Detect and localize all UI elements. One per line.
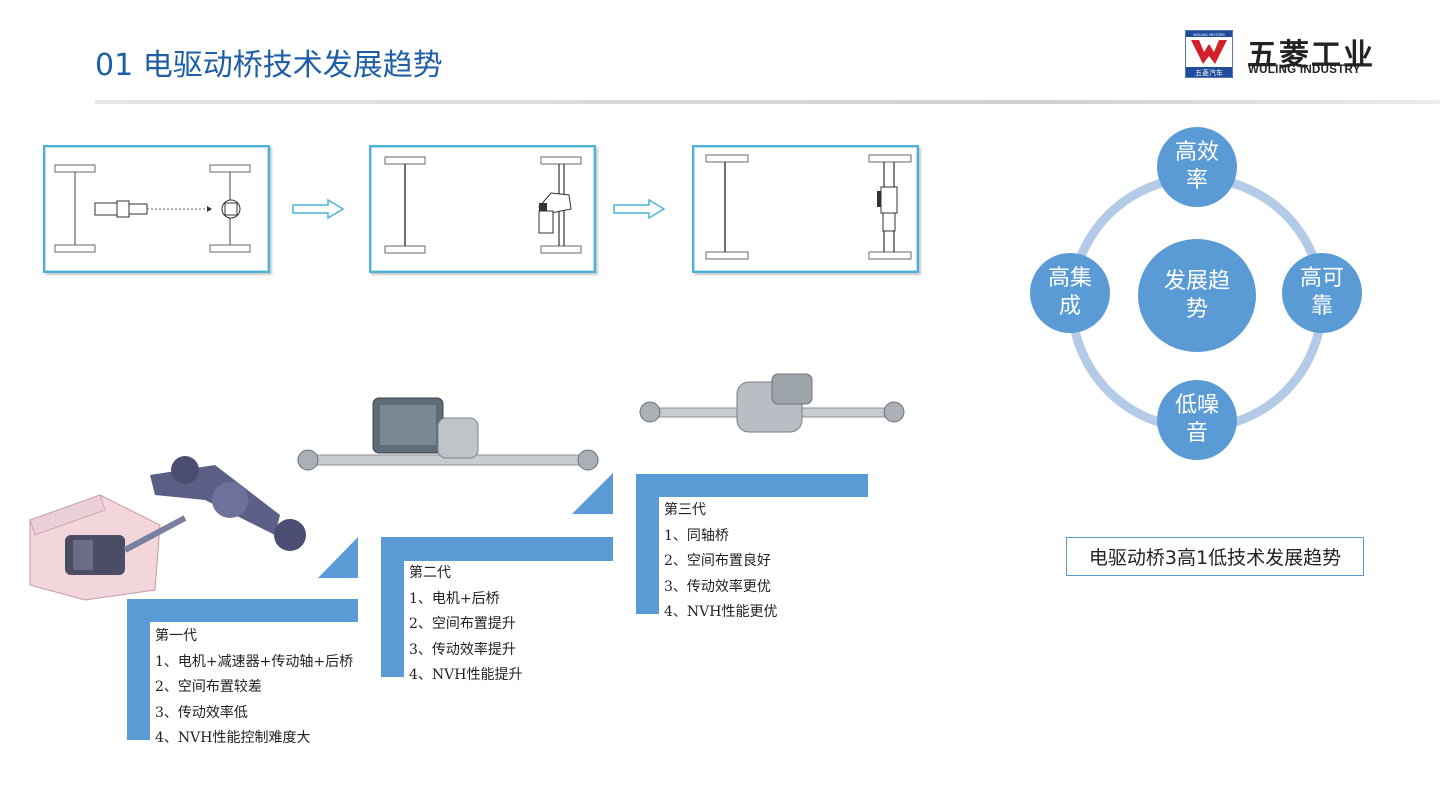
title-divider <box>95 100 1440 104</box>
layout-diagram-gen1 <box>43 145 270 273</box>
step3-post <box>636 474 659 614</box>
gen2-heading: 第二代 <box>409 565 451 581</box>
gen1-axle-image <box>29 456 306 601</box>
trend-node-top: 高效率 <box>1157 127 1237 207</box>
wuling-logo-icon: 五菱汽车 WULING MOTORS <box>1185 30 1233 78</box>
gen2-item: 3、传动效率提升 <box>409 641 516 658</box>
gen1-item: 1、电机+减速器+传动轴+后桥 <box>155 653 354 670</box>
trend-caption: 电驱动桥3高1低技术发展趋势 <box>1066 537 1364 576</box>
logo-name-cn: 五菱工业 <box>1247 38 1375 73</box>
trend-node-label: 高集成 <box>1047 266 1092 319</box>
gen3-item: 1、同轴桥 <box>664 527 729 544</box>
chassis-gen3-icon <box>705 154 912 260</box>
gen2-item: 1、电机+后桥 <box>409 590 500 607</box>
trend-node-left: 高集成 <box>1030 253 1110 333</box>
layout-diagram-gen3 <box>692 145 919 273</box>
step2-post <box>381 537 404 677</box>
gen1-item: 2、空间布置较差 <box>155 679 262 695</box>
trend-node-label: 高可靠 <box>1299 266 1344 319</box>
gen3-list: 第三代 1、同轴桥 2、空间布置良好 3、传动效率更优 4、NVH性能更优 <box>664 498 777 626</box>
trend-center-label: 发展趋势 <box>1163 268 1230 322</box>
gen2-item: 2、空间布置提升 <box>409 616 516 632</box>
gen2-list: 第二代 1、电机+后桥 2、空间布置提升 3、传动效率提升 4、NVH性能提升 <box>409 561 522 689</box>
gen1-heading: 第一代 <box>155 628 197 644</box>
trend-node-label: 高效率 <box>1174 140 1219 193</box>
gen1-item: 3、传动效率低 <box>155 704 248 721</box>
logo-name-en: WULING INDUSTRY <box>1248 64 1361 76</box>
progression-arrow-icon <box>613 199 665 219</box>
gen2-axle-image <box>297 397 599 471</box>
page-title: 01 电驱动桥技术发展趋势 <box>95 48 443 83</box>
gen1-item: 4、NVH性能控制难度大 <box>155 730 311 746</box>
gen3-item: 2、空间布置良好 <box>664 553 771 569</box>
chassis-gen1-icon <box>54 164 251 253</box>
logo-subtext: 五菱汽车 <box>1195 68 1223 77</box>
gen3-axle-image <box>639 373 905 433</box>
trend-node-bottom: 低噪音 <box>1157 380 1237 460</box>
trend-node-right: 高可靠 <box>1282 253 1362 333</box>
trend-node-label: 低噪音 <box>1174 393 1219 446</box>
step3-bar <box>636 474 868 497</box>
step2-bar <box>381 537 613 561</box>
trend-center-circle: 发展趋势 <box>1138 239 1256 352</box>
layout-diagram-gen2 <box>369 145 596 273</box>
gen1-list: 第一代 1、电机+减速器+传动轴+后桥 2、空间布置较差 3、传动效率低 4、N… <box>155 624 353 752</box>
progression-arrow-icon <box>292 199 344 219</box>
gen3-item: 4、NVH性能更优 <box>664 604 778 620</box>
gen3-item: 3、传动效率更优 <box>664 578 771 595</box>
logo-mark-text: WULING MOTORS <box>1193 33 1225 37</box>
gen3-heading: 第三代 <box>664 502 706 518</box>
gen2-item: 4、NVH性能提升 <box>409 667 523 683</box>
chassis-gen2-icon <box>384 156 582 254</box>
step1-post <box>127 599 150 740</box>
